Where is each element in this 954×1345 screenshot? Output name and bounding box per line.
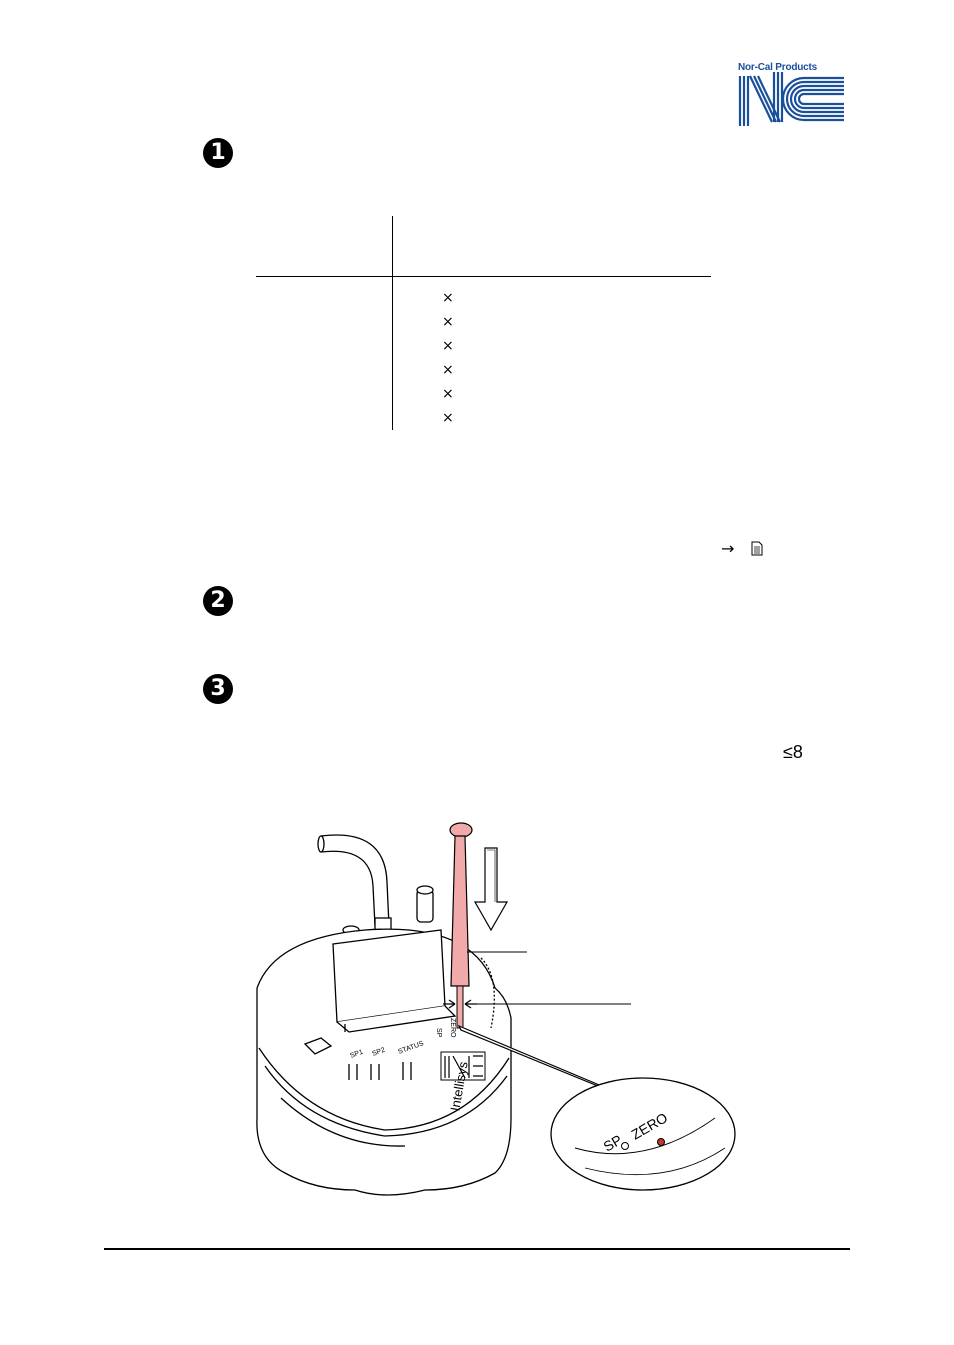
down-arrow-icon — [473, 847, 509, 932]
label-zero: ZERO — [449, 1018, 456, 1038]
step-2-marker: 2 — [203, 586, 233, 616]
step-1-marker: 1 — [203, 138, 233, 168]
footer-rule — [104, 1248, 850, 1250]
limit-value: ≤8 — [783, 742, 803, 762]
cable — [320, 834, 390, 927]
table-cell-multiplier: × — [442, 314, 454, 330]
table-cell-multiplier: × — [442, 410, 454, 426]
reference-arrow: → — [721, 539, 735, 558]
table-header-rule — [256, 276, 711, 277]
label-sp1: SP1 — [349, 1049, 364, 1060]
logo-company-name: Nor-Cal Products — [738, 62, 818, 73]
zero-detail-view: SP ZERO — [550, 1077, 736, 1191]
nc-logo-icon — [738, 72, 844, 126]
zero-led-indicator — [657, 1138, 665, 1146]
table-cell-multiplier: × — [442, 338, 454, 354]
label-sp2: SP2 — [371, 1047, 386, 1058]
nor-cal-logo: Nor-Cal Products — [738, 62, 846, 126]
table-cell-multiplier: × — [442, 362, 454, 378]
sensor-zero-illustration: SP1 SP2 STATUS SP ZERO Intellisys SP ZER… — [256, 822, 736, 1196]
table-cell-multiplier: × — [442, 290, 454, 306]
label-sp: SP — [435, 1028, 442, 1038]
document-icon — [751, 541, 763, 556]
zero-probe — [449, 822, 473, 1029]
table-cell-multiplier: × — [442, 386, 454, 402]
step-3-marker: 3 — [203, 674, 233, 704]
table-vertical-rule — [392, 216, 393, 430]
